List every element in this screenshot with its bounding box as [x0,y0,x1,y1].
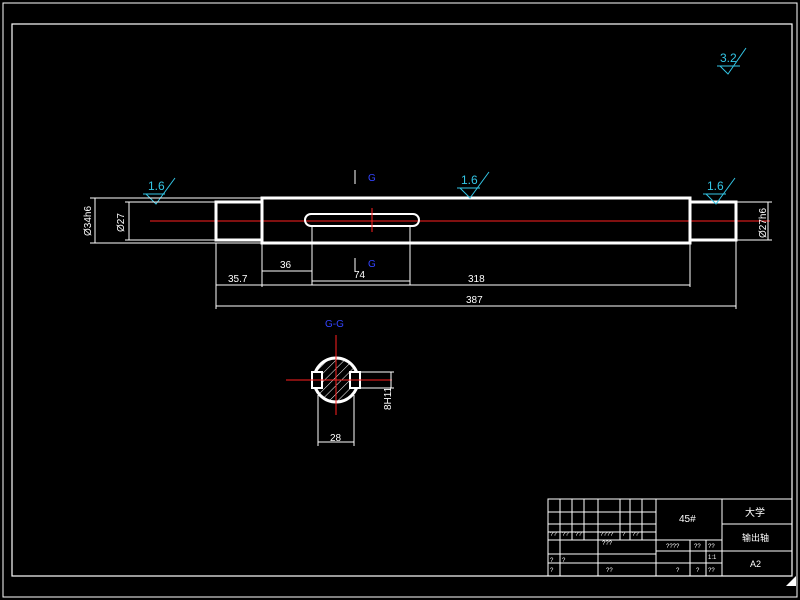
general-roughness-symbol: 3.2 [717,47,747,75]
right-diameter-dim [736,201,772,241]
section-dims [317,371,394,446]
material-label: 45# [679,514,696,525]
placeholder-cell: ? [550,568,554,574]
placeholder-cell: ? [550,558,554,564]
shaft-outline [214,196,738,245]
placeholder-cell: ???? [600,532,614,538]
title-block-placeholders: ?? ?? ?? ???? ? ?? ??? ???? ?? ?? ? ? ? … [550,532,715,574]
placeholder-cell: ? [622,532,626,538]
placeholder-cell: ? [676,568,680,574]
roughness-left: 1.6 [143,177,176,205]
placeholder-cell: ?? [575,532,582,538]
title-block [547,498,793,577]
section-mark-top: G [368,173,376,184]
placeholder-cell: ?? [606,568,613,574]
sheet-size-label: A2 [750,559,761,569]
placeholder-cell: ???? [666,544,680,550]
placeholder-cell: ?? [562,532,569,538]
organization-label: 大学 [745,506,765,519]
placeholder-cell: ?? [708,544,715,550]
placeholder-cell: ?? [550,532,557,538]
section-view-title: G-G [325,319,344,330]
corner-marker-icon [786,576,796,586]
left-outer-diameter: Ø34h6 [83,206,94,236]
roughness-middle-value: 1.6 [461,173,478,187]
left-diameter-dims [90,197,262,244]
section-mark-bottom: G [368,259,376,270]
roughness-middle: 1.6 [457,171,490,199]
part-name-label: 输出轴 [742,532,769,543]
placeholder-cell: ??? [602,541,613,547]
right-diameter: Ø27h6 [758,208,769,238]
general-roughness-value: 3.2 [720,51,737,65]
dim-35-7: 35.7 [228,274,248,285]
dim-318: 318 [468,274,485,285]
roughness-left-value: 1.6 [148,179,165,193]
left-inner-diameter: Ø27 [116,213,127,232]
placeholder-cell: ?? [708,568,715,574]
section-width-dim: 28 [330,433,342,444]
dim-74: 74 [354,270,366,281]
placeholder-cell: ? [696,568,700,574]
section-key-dim: 8H11 [383,386,394,410]
dim-387: 387 [466,295,483,306]
section-view [286,335,392,415]
roughness-right-value: 1.6 [707,179,724,193]
roughness-right: 1.6 [703,177,736,205]
inner-frame [11,23,793,577]
length-dimension-lines [215,226,737,309]
placeholder-cell: ?? [632,532,639,538]
placeholder-cell: ?? [694,544,701,550]
scale-label: 1:1 [708,555,717,561]
placeholder-cell: ? [562,558,566,564]
dim-36: 36 [280,260,292,271]
